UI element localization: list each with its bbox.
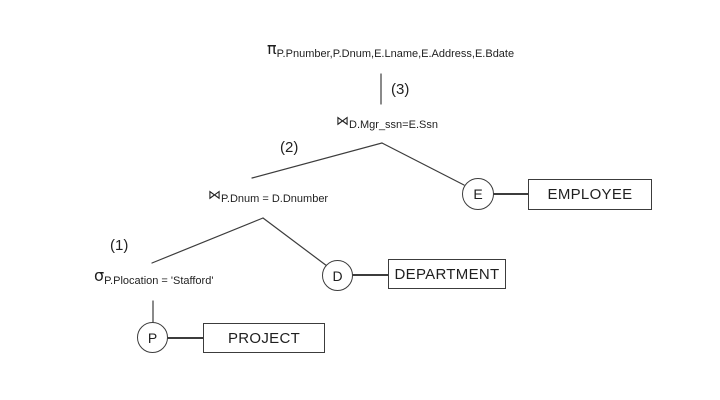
- bowtie-icon: ⋈: [208, 188, 221, 203]
- employee-alias-label: E: [473, 186, 483, 202]
- edge-join-top-to-employee: [381, 142, 465, 186]
- project-relation-box: PROJECT: [203, 323, 325, 353]
- join-mid-operator: ⋈P.Dnum = D.Dnumber: [208, 186, 329, 205]
- selection-operator: σP.Plocation = 'Stafford': [94, 266, 214, 287]
- employee-alias-node: E: [462, 178, 494, 210]
- department-relation-box: DEPARTMENT: [388, 259, 506, 289]
- projection-operator: πP.Pnumber,P.Dnum,E.Lname,E.Address,E.Bd…: [267, 39, 515, 60]
- step-label-1: (1): [110, 237, 129, 254]
- edge-join-mid-to-department: [262, 217, 328, 267]
- project-relation-label: PROJECT: [227, 329, 301, 347]
- pi-symbol: π: [267, 39, 277, 58]
- bowtie-icon: ⋈: [336, 114, 349, 129]
- selection-condition: P.Plocation = 'Stafford': [104, 275, 214, 287]
- project-alias-label: P: [147, 329, 158, 346]
- department-relation-label: DEPARTMENT: [394, 265, 500, 283]
- join-top-operator: ⋈D.Mgr_ssn=E.Ssn: [336, 112, 438, 131]
- sigma-symbol: σ: [94, 266, 105, 285]
- step-label-3: (3): [391, 81, 410, 98]
- department-alias-label: D: [332, 267, 343, 284]
- projection-attributes: P.Pnumber,P.Dnum,E.Lname,E.Address,E.Bda…: [276, 48, 515, 60]
- department-alias-node: D: [322, 260, 353, 291]
- edge-join-top-to-join-mid: [251, 142, 383, 179]
- edge-join-mid-to-selection: [151, 217, 264, 264]
- join-mid-condition: P.Dnum = D.Dnumber: [221, 193, 329, 205]
- join-top-condition: D.Mgr_ssn=E.Ssn: [349, 119, 438, 131]
- step-label-2: (2): [280, 139, 299, 156]
- employee-relation-label: EMPLOYEE: [547, 186, 633, 203]
- employee-relation-box: EMPLOYEE: [528, 179, 652, 210]
- project-alias-node: P: [137, 322, 168, 353]
